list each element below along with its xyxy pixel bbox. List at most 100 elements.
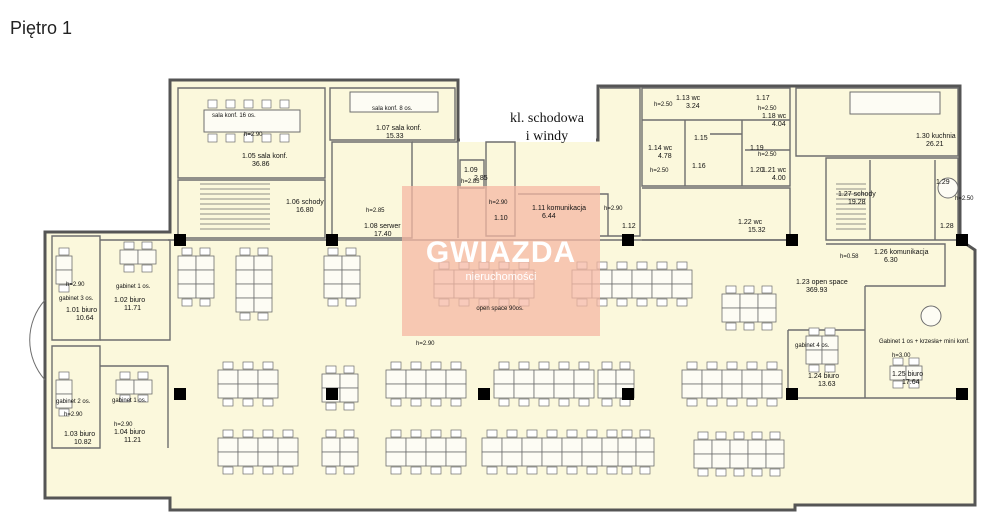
- desk: [445, 437, 467, 453]
- desk: [765, 439, 785, 455]
- chair: [137, 371, 149, 380]
- desk: [341, 255, 361, 271]
- note-h-103: h=2.90: [64, 412, 83, 418]
- round-table: [937, 177, 959, 199]
- chair: [743, 285, 755, 294]
- column: [622, 234, 634, 246]
- stairs: [200, 183, 866, 230]
- note-h-wc: h=0.58: [840, 254, 859, 260]
- desk: [55, 379, 73, 395]
- chair: [769, 468, 781, 477]
- chair: [390, 466, 402, 475]
- chair: [546, 466, 558, 475]
- desk: [425, 451, 447, 467]
- chair: [207, 99, 218, 109]
- chair: [58, 371, 70, 380]
- chair: [733, 431, 745, 440]
- desk: [323, 283, 343, 299]
- desk: [533, 369, 555, 385]
- desk: [729, 453, 749, 469]
- room-area-1.09: 2.85: [474, 175, 488, 182]
- column: [326, 388, 338, 400]
- chair: [450, 398, 462, 407]
- desk: [651, 269, 673, 285]
- chair: [325, 466, 337, 475]
- chair: [282, 466, 294, 475]
- desk: [651, 283, 673, 299]
- note-h-128: h=2.50: [955, 196, 974, 202]
- chair: [242, 466, 254, 475]
- desk: [729, 439, 749, 455]
- desk: [177, 283, 197, 299]
- watermark: GWIAZDA nieruchomości: [402, 186, 600, 336]
- desk: [257, 437, 279, 453]
- chair: [697, 431, 709, 440]
- note-gabinet-2: gabinet 2 os.: [56, 399, 91, 405]
- chair: [498, 398, 510, 407]
- note-h-113: h=2.50: [654, 102, 673, 108]
- note-h-main: h=2.90: [416, 341, 435, 347]
- chair: [606, 466, 618, 475]
- desk: [501, 437, 523, 453]
- desk: [481, 437, 503, 453]
- chair: [243, 99, 254, 109]
- desk: [761, 369, 783, 385]
- chair: [225, 99, 236, 109]
- desk: [217, 369, 239, 385]
- chair: [769, 431, 781, 440]
- chair: [761, 322, 773, 331]
- desk: [541, 437, 563, 453]
- chair: [746, 361, 758, 370]
- chair: [558, 361, 570, 370]
- chair: [639, 429, 651, 438]
- chair: [222, 466, 234, 475]
- desk: [493, 369, 515, 385]
- desk: [581, 437, 603, 453]
- desk: [597, 383, 617, 399]
- room-label-1.10: 1.10: [494, 215, 508, 222]
- desk: [177, 269, 197, 285]
- chair: [141, 264, 153, 273]
- room-area-1.14: 4.78: [658, 153, 672, 160]
- chair: [262, 361, 274, 370]
- desk: [405, 383, 427, 399]
- note-h-117: h=2.50: [758, 106, 777, 112]
- desk: [597, 369, 617, 385]
- desk: [385, 369, 407, 385]
- column: [956, 234, 968, 246]
- chair: [726, 398, 738, 407]
- desk: [905, 365, 923, 381]
- room-area-1.30: 26.21: [926, 141, 944, 148]
- chair: [450, 466, 462, 475]
- desk: [217, 451, 239, 467]
- room-label-1.17: 1.17: [756, 95, 770, 102]
- desk: [635, 437, 655, 453]
- column: [786, 388, 798, 400]
- note-h-112: h=2.90: [604, 206, 623, 212]
- chair: [243, 133, 254, 143]
- desk: [253, 283, 273, 299]
- chair: [706, 398, 718, 407]
- desk: [541, 451, 563, 467]
- desk: [701, 369, 723, 385]
- desk: [617, 451, 637, 467]
- chair: [430, 466, 442, 475]
- chair: [619, 398, 631, 407]
- desk: [237, 383, 259, 399]
- desk: [217, 437, 239, 453]
- desk: [681, 369, 703, 385]
- desk: [671, 269, 693, 285]
- chair: [619, 361, 631, 370]
- desk: [237, 369, 259, 385]
- chair: [686, 361, 698, 370]
- room-area-1.25: 17.64: [902, 379, 920, 386]
- note-h-104: h=2.90: [114, 422, 133, 428]
- desk: [445, 383, 467, 399]
- desk: [747, 453, 767, 469]
- chair: [526, 429, 538, 438]
- room-label-1.01: 1.01 biuro: [66, 307, 97, 314]
- desk: [445, 451, 467, 467]
- chair: [450, 429, 462, 438]
- desk: [631, 283, 653, 299]
- chair: [325, 365, 337, 374]
